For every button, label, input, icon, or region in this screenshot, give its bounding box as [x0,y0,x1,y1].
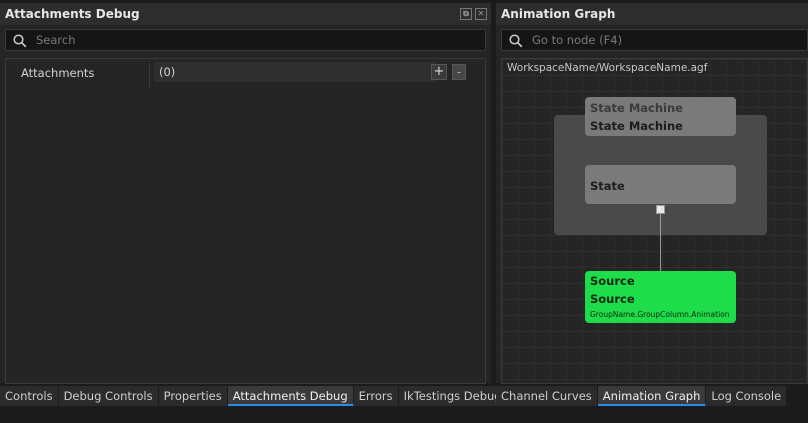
tab-attachments-debug[interactable]: Attachments Debug [227,386,354,406]
panel-header-icons: ⧉ ✕ [460,8,487,20]
panel-title: Animation Graph [501,7,616,21]
tab-properties[interactable]: Properties [158,386,228,406]
graph-canvas[interactable]: WorkspaceName/WorkspaceName.agf State Ma… [501,58,808,384]
animation-graph-panel: Animation Graph WorkspaceName/WorkspaceN… [496,3,808,384]
property-grid: Attachments (0) + - [5,58,486,384]
search-icon [509,34,523,48]
add-button[interactable]: + [431,64,447,80]
panel-header: Attachments Debug ⧉ ✕ [0,3,491,25]
property-value[interactable]: (0) [154,62,436,82]
node-name-label: State [590,179,625,193]
node-name-label: Source [590,292,635,306]
search-bar [5,29,486,51]
node-animation-path: GroupName.GroupColumn.Animation [590,310,730,319]
tab-iktestings-debug[interactable]: IkTestings Debug [398,386,508,406]
search-input[interactable] [36,32,479,48]
node-name-label: State Machine [590,119,683,133]
tab-errors[interactable]: Errors [353,386,399,406]
column-divider[interactable] [149,62,150,88]
property-row-attachments: Attachments (0) + - [6,62,485,88]
state-machine-node[interactable]: State Machine State Machine [585,97,736,136]
remove-button[interactable]: - [452,64,466,80]
source-node[interactable]: Source Source GroupName.GroupColumn.Anim… [585,271,736,323]
tab-controls[interactable]: Controls [0,386,59,406]
tab-log-console[interactable]: Log Console [706,386,788,406]
tab-debug-controls[interactable]: Debug Controls [58,386,159,406]
property-label: Attachments [21,66,95,80]
search-icon [13,34,27,48]
tab-channel-curves[interactable]: Channel Curves [496,386,598,406]
undock-icon[interactable]: ⧉ [460,8,472,20]
panel-header: Animation Graph [496,3,808,25]
attachments-debug-panel: Attachments Debug ⧉ ✕ Attachments (0) + … [0,3,491,384]
go-to-node-input[interactable] [532,32,801,48]
node-type-label: Source [590,274,635,288]
close-icon[interactable]: ✕ [475,8,487,20]
node-connection-line [660,214,661,271]
node-type-label: State Machine [590,101,683,115]
output-pin[interactable] [656,205,665,214]
right-tab-bar: Channel Curves Animation Graph Log Conso… [496,386,788,406]
panel-title: Attachments Debug [5,7,140,21]
go-to-node-bar [501,29,808,51]
left-tab-bar: Controls Debug Controls Properties Attac… [0,386,508,406]
graph-path-label: WorkspaceName/WorkspaceName.agf [507,62,708,74]
state-node[interactable]: State [585,165,736,204]
tab-animation-graph[interactable]: Animation Graph [597,386,707,406]
